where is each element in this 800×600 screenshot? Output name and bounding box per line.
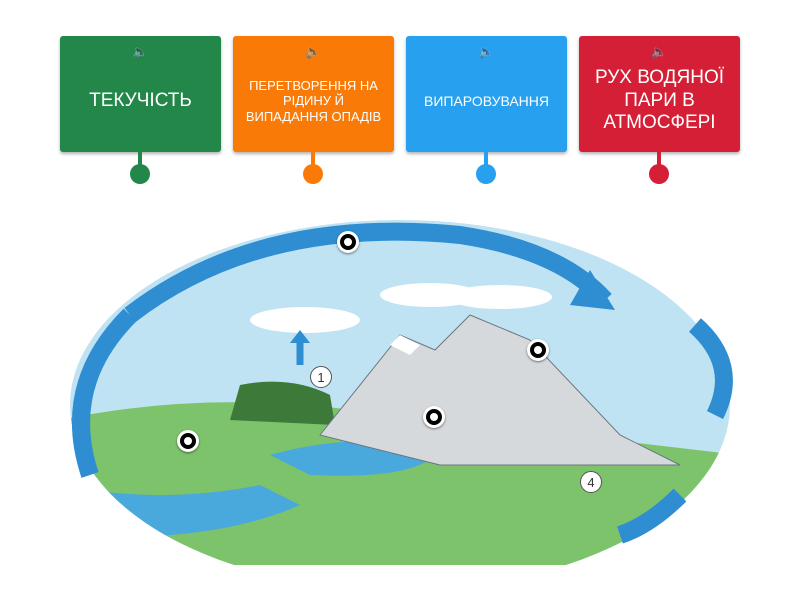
speaker-icon[interactable]: 🔈 <box>651 44 668 59</box>
card-vapor-movement[interactable]: 🔈 РУХ ВОДЯНОЇ ПАРИ В АТМОСФЕРІ <box>579 36 740 152</box>
water-cycle-illustration <box>70 220 733 565</box>
speaker-icon[interactable]: 🔈 <box>132 44 149 59</box>
pin-handle[interactable] <box>303 164 323 184</box>
card-condensation[interactable]: 🔈 ПЕРЕТВОРЕННЯ НА РІДИНУ Й ВИПАДАННЯ ОПА… <box>233 36 394 152</box>
diagram-label: 1 <box>310 366 332 388</box>
speaker-icon[interactable]: 🔈 <box>305 44 322 59</box>
drop-target[interactable] <box>337 231 359 253</box>
card-flow[interactable]: 🔈 ТЕКУЧІСТЬ <box>60 36 221 152</box>
pin-handle[interactable] <box>130 164 150 184</box>
pin-handle[interactable] <box>649 164 669 184</box>
pin-stem <box>657 152 661 168</box>
pin-handle[interactable] <box>476 164 496 184</box>
drop-target[interactable] <box>177 430 199 452</box>
drop-target[interactable] <box>527 339 549 361</box>
card-evaporation[interactable]: 🔈 ВИПАРОВУВАННЯ <box>406 36 567 152</box>
diagram-label: 4 <box>580 471 602 493</box>
drop-target[interactable] <box>423 406 445 428</box>
speaker-icon[interactable]: 🔈 <box>478 44 495 59</box>
pin-stem <box>311 152 315 168</box>
pin-stem <box>484 152 488 168</box>
pin-stem <box>138 152 142 168</box>
